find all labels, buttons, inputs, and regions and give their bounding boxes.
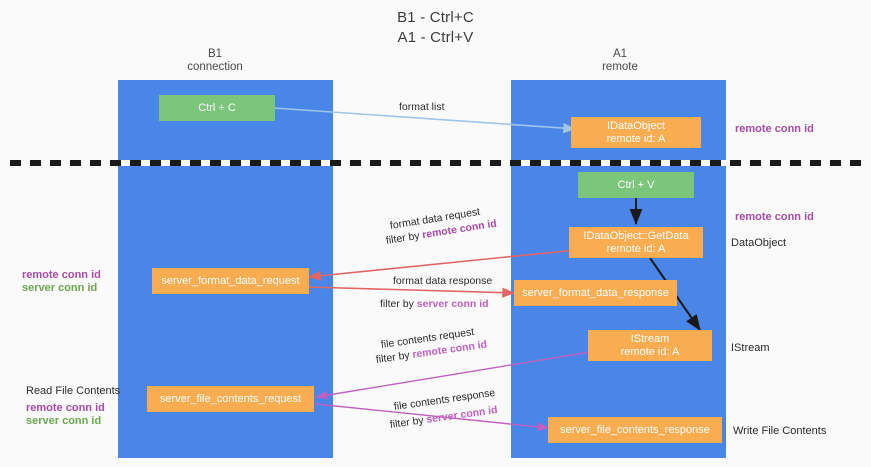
edge-label-format-list: format list xyxy=(399,101,445,113)
side-label-left-remote-conn-id-2: remote conn id xyxy=(26,402,105,414)
node-ctrl-c-label: Ctrl + C xyxy=(198,101,236,114)
side-label-left-server-conn-id-2: server conn id xyxy=(26,415,102,427)
node-server-format-data-response[interactable]: server_format_data_response xyxy=(514,280,677,306)
column-header-b1-sub: connection xyxy=(187,61,243,73)
node-istream[interactable]: IStream remote id: A xyxy=(588,330,712,361)
title-line-1: B1 - Ctrl+C xyxy=(397,9,474,26)
lane-a1-bottom xyxy=(511,166,726,458)
side-label-remote-conn-id-mid: remote conn id xyxy=(735,211,814,223)
node-getdata-line2: remote id: A xyxy=(606,242,666,255)
node-ctrl-v-label: Ctrl + V xyxy=(617,178,655,191)
node-istream-line1: IStream xyxy=(630,332,670,345)
column-header-a1-sub: remote xyxy=(602,61,638,73)
filter-key-server-conn-id: server conn id xyxy=(416,298,489,310)
column-header-b1-name: B1 xyxy=(207,48,223,60)
side-label-left-remote-conn-id: remote conn id xyxy=(22,269,101,281)
side-label-read-file-contents: Read File Contents xyxy=(26,385,121,397)
node-server-file-contents-request-label: server_file_contents_request xyxy=(159,392,302,405)
page-title: B1 - Ctrl+C A1 - Ctrl+V xyxy=(0,8,871,48)
node-server-file-contents-response[interactable]: server_file_contents_response xyxy=(548,417,722,443)
title-line-2: A1 - Ctrl+V xyxy=(397,29,474,46)
node-server-file-contents-request[interactable]: server_file_contents_request xyxy=(147,386,314,412)
node-server-format-data-response-label: server_format_data_response xyxy=(522,286,669,299)
node-idataobject-line2: remote id: A xyxy=(606,132,666,145)
side-label-istream: IStream xyxy=(731,342,770,354)
side-label-write-file-contents: Write File Contents xyxy=(733,425,827,437)
lane-b1-bottom xyxy=(118,166,333,458)
node-getdata[interactable]: IDataObject::GetData remote id: A xyxy=(569,227,703,258)
node-idataobject-line1: IDataObject xyxy=(606,119,666,132)
side-label-remote-conn-id-top: remote conn id xyxy=(735,123,814,135)
node-ctrl-v[interactable]: Ctrl + V xyxy=(578,172,694,198)
side-label-dataobject: DataObject xyxy=(731,237,787,249)
node-getdata-line1: IDataObject::GetData xyxy=(583,229,689,242)
node-istream-line2: remote id: A xyxy=(620,345,680,358)
edge-label-format-data-response: format data response xyxy=(393,275,493,287)
filter-prefix: filter by xyxy=(380,298,417,310)
column-header-a1-name: A1 xyxy=(612,48,628,60)
node-server-file-contents-response-label: server_file_contents_response xyxy=(560,423,710,436)
column-header-b1: B1 connection xyxy=(155,48,275,74)
filter-prefix: filter by xyxy=(375,348,414,366)
node-server-format-data-request-label: server_format_data_request xyxy=(161,274,300,287)
filter-prefix: filter by xyxy=(389,413,428,431)
node-server-format-data-request[interactable]: server_format_data_request xyxy=(152,268,309,294)
column-header-a1: A1 remote xyxy=(560,48,680,74)
edge-label-format-data-response-filter: filter by server conn id xyxy=(380,297,489,311)
node-idataobject[interactable]: IDataObject remote id: A xyxy=(571,117,701,148)
side-label-left-server-conn-id: server conn id xyxy=(22,282,98,294)
node-ctrl-c[interactable]: Ctrl + C xyxy=(159,95,275,121)
